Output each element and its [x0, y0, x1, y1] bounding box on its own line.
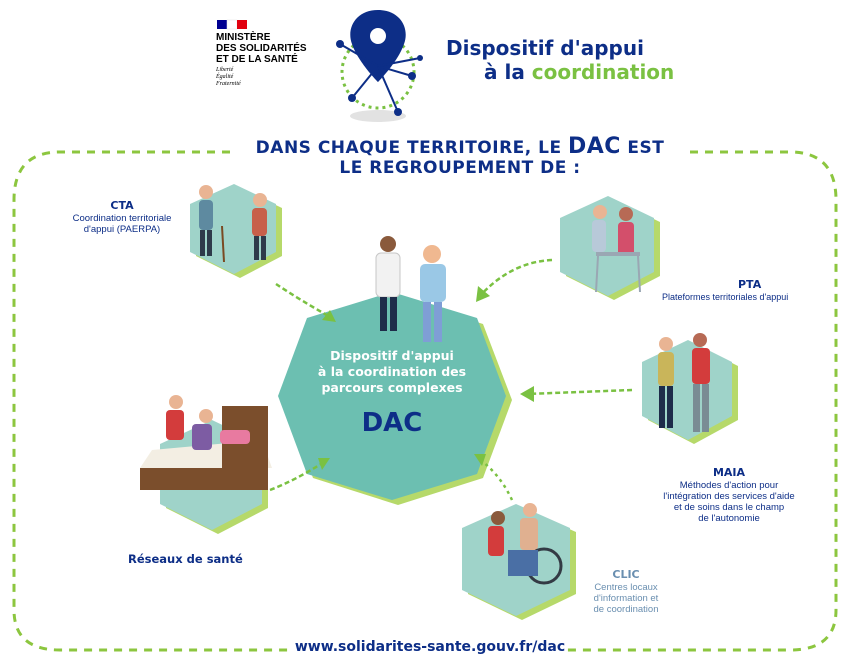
maia-desc-line: de l'autonomie [698, 513, 760, 524]
cta-desc-line: Coordination territoriale [72, 213, 172, 224]
clic-desc-line: de coordination [593, 604, 659, 615]
cta-label: CTA Coordination territoriale d'appui (P… [52, 199, 192, 235]
reseaux-hexagon [140, 395, 272, 534]
center-line1: Dispositif d'appui [330, 348, 454, 363]
clic-hexagon [462, 503, 576, 620]
ministry-line: DES SOLIDARITÉS [216, 43, 307, 54]
arrowhead-reseaux [318, 458, 330, 470]
arrow-maia-to-dac [525, 388, 633, 396]
clic-label: CLIC Centres locaux d'information et de … [576, 568, 676, 615]
doctor-patient-figures [375, 236, 446, 342]
ministry-name: MINISTÈRE DES SOLIDARITÉS ET DE LA SANTÉ [216, 32, 326, 65]
pta-desc-line: Plateformes territoriales d'appui [662, 292, 789, 302]
header-title-line1: Dispositif d'appui [446, 36, 644, 60]
footer-url-link[interactable]: www.solidarites-sante.gouv.fr/dac [294, 639, 566, 655]
dashed-frame-right [565, 150, 838, 652]
clic-desc-line: Centres locaux [594, 582, 658, 593]
arrowhead-pta [476, 286, 490, 302]
center-line3: parcours complexes [321, 380, 463, 395]
center-acronym: DAC [361, 408, 423, 438]
center-hexagon [278, 292, 506, 500]
clic-title: CLIC [612, 568, 640, 581]
maia-title: MAIA [712, 466, 746, 479]
arrowhead-cta [322, 310, 336, 322]
motto-line: Égalité [216, 74, 234, 80]
arrowhead-maia [520, 386, 534, 402]
header-title: Dispositif d'appui à la coordination [446, 36, 706, 84]
motto-line: Fraternité [216, 81, 241, 87]
headline-suffix: EST [620, 138, 665, 158]
center-label: Dispositif d'appui à la coordination des… [300, 348, 484, 396]
pta-title: PTA [738, 278, 762, 291]
ministry-line: ET DE LA SANTÉ [216, 54, 298, 65]
header-title-highlight: coordination [531, 60, 675, 84]
maia-hexagon [642, 333, 738, 444]
reseaux-title: Réseaux de santé [128, 552, 243, 566]
headline-line2: LE REGROUPEMENT DE : [339, 158, 581, 178]
cta-title: CTA [110, 199, 134, 212]
arrow-pta-to-dac [477, 258, 553, 299]
ministry-line: MINISTÈRE [216, 32, 271, 43]
headline-prefix: DANS CHAQUE TERRITOIRE, LE [255, 138, 569, 158]
center-line2: à la coordination des [317, 364, 467, 379]
headline-line1: DANS CHAQUE TERRITOIRE, LE DAC EST [230, 134, 690, 159]
dashed-frame [12, 150, 290, 652]
clic-desc-line: d'information et [593, 593, 659, 604]
maia-desc-line: Méthodes d'action pour [679, 480, 779, 491]
arrow-cta-to-dac [275, 282, 333, 320]
pta-hexagon [560, 196, 660, 300]
motto-line: Liberté [216, 67, 234, 73]
arrowhead-clic [474, 454, 486, 466]
maia-label: MAIA Méthodes d'action pour l'intégratio… [640, 466, 818, 524]
cta-hexagon [190, 184, 282, 278]
maia-desc-line: l'intégration des services d'aide [663, 491, 795, 502]
pta-label: PTA Plateformes territoriales d'appui [662, 278, 834, 303]
maia-desc-line: et de soins dans le champ [673, 502, 785, 513]
headline-highlight: DAC [568, 134, 621, 159]
dac-logo-icon [336, 10, 423, 122]
french-flag-icon [217, 19, 247, 30]
header-title-prefix: à la [484, 60, 532, 84]
arrow-reseaux-to-dac [269, 460, 325, 492]
headline: DANS CHAQUE TERRITOIRE, LE DAC EST LE RE… [230, 134, 690, 179]
header-title-line2: à la coordination [446, 60, 706, 84]
republic-motto: Liberté Égalité Fraternité [216, 67, 276, 88]
cta-desc-line: d'appui (PAERPA) [83, 224, 161, 235]
